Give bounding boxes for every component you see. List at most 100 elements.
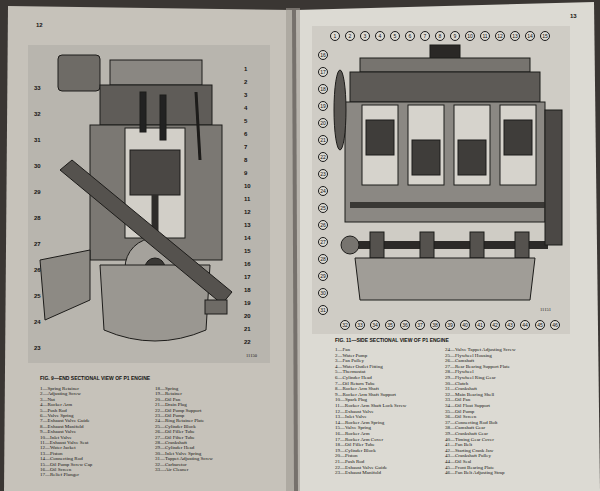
parts-key-item: 11—Exhaust Valve Seat — [40, 440, 88, 445]
parts-key-item: 38—Camshaft Gear — [445, 425, 485, 430]
callout-number: 26 — [34, 267, 41, 273]
callout-number: 25 — [320, 206, 326, 211]
callout-circle: 2 — [345, 31, 355, 41]
parts-key-item: 6—Cylinder Head — [335, 375, 372, 380]
parts-key-item: 23—Oil Pump — [155, 413, 184, 418]
parts-key-item: 29—Cylinder Head — [155, 445, 194, 450]
parts-key-item: 15—Valve Spring — [335, 425, 371, 430]
callout-circle: 4 — [375, 31, 385, 41]
callout-circle: 35 — [385, 320, 395, 330]
parts-key-item: 30—Clutch — [445, 381, 468, 386]
callout-circle: 18 — [318, 84, 328, 94]
callout-number: 32 — [342, 323, 348, 328]
callout-number: 17 — [244, 274, 251, 280]
callout-number: 40 — [462, 323, 468, 328]
callout-circle: 34 — [370, 320, 380, 330]
callout-circle: 3 — [360, 31, 370, 41]
callout-circle: 32 — [340, 320, 350, 330]
callout-number: 30 — [320, 291, 326, 296]
callout-number: 9 — [454, 34, 457, 39]
parts-key-item: 9—Rocker Arm Shaft Support — [335, 392, 396, 397]
callout-circle: 11 — [480, 31, 490, 41]
callout-number: 31 — [320, 308, 326, 313]
callout-number: 6 — [244, 131, 247, 137]
callout-circle: 10 — [465, 31, 475, 41]
callout-number: 36 — [402, 323, 408, 328]
parts-key-item: 25—Flywheel Housing — [445, 353, 492, 358]
callout-number: 15 — [542, 34, 548, 39]
callout-number: 13 — [512, 34, 518, 39]
callout-circle: 24 — [318, 186, 328, 196]
parts-key-item: 31—Crankshaft — [445, 386, 477, 391]
callout-number: 24 — [34, 319, 41, 325]
callout-circle: 8 — [435, 31, 445, 41]
parts-key-item: 6—Valve Spring — [40, 413, 73, 418]
figure-caption: FIG. 9—END SECTIONAL VIEW OF P1 ENGINE — [40, 376, 150, 381]
callout-circle: 30 — [318, 288, 328, 298]
page-number: 12 — [36, 22, 43, 28]
callout-circle: 13 — [510, 31, 520, 41]
parts-key-item: 32—Carburetor — [155, 462, 187, 467]
callout-circle: 14 — [525, 31, 535, 41]
callout-number: 35 — [387, 323, 393, 328]
callout-number: 29 — [320, 274, 326, 279]
parts-key-item: 10—Spark Plug — [335, 397, 367, 402]
callout-circle: 22 — [318, 152, 328, 162]
callout-number: 6 — [409, 34, 412, 39]
callout-number: 22 — [320, 155, 326, 160]
callout-number: 18 — [320, 87, 326, 92]
callout-number: 20 — [320, 121, 326, 126]
parts-key-item: 27—Rear Bearing Support Plate — [445, 364, 510, 369]
parts-key-item: 3—Nut — [40, 397, 55, 402]
callout-number: 25 — [34, 293, 41, 299]
callout-circle: 42 — [490, 320, 500, 330]
callout-number: 27 — [320, 240, 326, 245]
figure-code: 11150 — [246, 354, 257, 359]
callout-number: 17 — [320, 70, 326, 75]
callout-circle: 46 — [550, 320, 560, 330]
callout-number: 4 — [379, 34, 382, 39]
parts-key-item: 44—Oil Seal — [445, 459, 471, 464]
callout-number: 33 — [34, 85, 41, 91]
parts-key-item: 18—Oil Filler Tube — [335, 442, 375, 447]
callout-number: 27 — [34, 241, 41, 247]
parts-key-item: 8—Rocker Arm Shaft — [335, 386, 379, 391]
callout-number: 46 — [552, 323, 558, 328]
callout-number: 29 — [34, 189, 41, 195]
callout-number: 42 — [492, 323, 498, 328]
callout-number: 22 — [244, 339, 251, 345]
callout-number: 43 — [507, 323, 513, 328]
parts-key-item: 22—Exhaust Valve Guide — [335, 465, 387, 470]
parts-key-item: 3—Fan Pulley — [335, 358, 364, 363]
parts-key-item: 41—Fan Belt — [445, 442, 472, 447]
parts-key-item: 32—Main Bearing Shell — [445, 392, 494, 397]
callout-circle: 19 — [318, 101, 328, 111]
parts-key-item: 10—Inlet Valve — [40, 435, 72, 440]
callout-number: 37 — [417, 323, 423, 328]
parts-key-item: 20—Piston — [335, 453, 358, 458]
callout-circle: 25 — [318, 203, 328, 213]
callout-circle: 26 — [318, 220, 328, 230]
callout-number: 15 — [244, 248, 251, 254]
callout-number: 32 — [34, 111, 41, 117]
callout-number: 18 — [244, 287, 251, 293]
parts-key-item: 17—Rocker Arm Cover — [335, 437, 383, 442]
callout-number: 12 — [497, 34, 503, 39]
parts-key-item: 16—Rocker Arm — [335, 431, 370, 436]
callout-number: 16 — [244, 261, 251, 267]
parts-key-item: 11—Rocker Arm Shaft Lock Screw — [335, 403, 406, 408]
callout-number: 9 — [244, 170, 247, 176]
parts-key-item: 23—Exhaust Manifold — [335, 470, 381, 475]
callout-circle: 28 — [318, 254, 328, 264]
callout-number: 21 — [244, 326, 251, 332]
parts-key-item: 7—Exhaust Valve Guide — [40, 418, 90, 423]
callout-number: 2 — [349, 34, 352, 39]
callout-number: 30 — [34, 163, 41, 169]
parts-key-item: 17—Relief Plunger — [40, 472, 79, 477]
callout-circle: 31 — [318, 305, 328, 315]
callout-number: 14 — [244, 235, 251, 241]
parts-key-item: 43—Crankshaft Pulley — [445, 453, 491, 458]
callout-circle: 38 — [430, 320, 440, 330]
callout-number: 5 — [394, 34, 397, 39]
